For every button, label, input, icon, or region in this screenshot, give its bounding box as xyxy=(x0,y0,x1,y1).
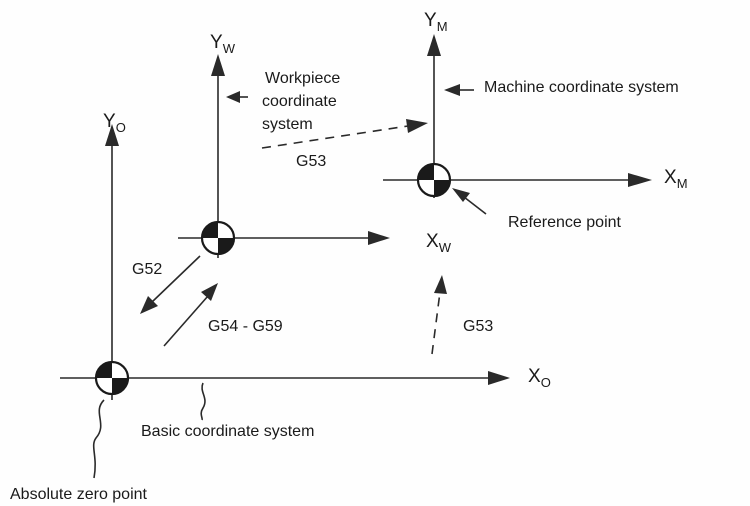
g52-label: G52 xyxy=(132,261,162,278)
yo-arrowhead xyxy=(105,124,119,146)
g53-top-dashed-line xyxy=(261,125,409,149)
reference-pointer-head xyxy=(452,188,470,202)
machine-pointer-head xyxy=(444,84,460,96)
ym-arrowhead xyxy=(427,34,441,56)
yw-axis-label: YW xyxy=(210,32,236,56)
g54-g59-arrowhead xyxy=(201,283,218,301)
g53-right-arrowhead xyxy=(434,275,447,294)
yo-axis-label: YO xyxy=(103,111,126,135)
absolute-zero-leader-curl xyxy=(92,399,105,479)
machine-label: Machine coordinate system xyxy=(484,79,679,96)
basic-origin-symbol xyxy=(94,360,130,396)
yw-arrowhead xyxy=(211,54,225,76)
reference-point-symbol xyxy=(416,162,452,198)
workpiece-label-line2: coordinate xyxy=(262,93,337,110)
workpiece-label-line3: system xyxy=(262,116,313,133)
xw-axis-label: XW xyxy=(426,231,452,255)
absolute-zero-label: Absolute zero point xyxy=(10,486,148,503)
g53-right-label: G53 xyxy=(463,318,493,335)
workpiece-label-line1: Workpiece xyxy=(265,70,340,87)
xw-arrowhead xyxy=(368,231,390,245)
ym-axis-label: YM xyxy=(424,10,448,34)
reference-pointer-line xyxy=(463,196,487,215)
workpiece-origin-symbol xyxy=(200,220,236,256)
xm-axis-label: XM xyxy=(664,167,688,191)
reference-point-label: Reference point xyxy=(508,214,622,231)
g53-top-label: G53 xyxy=(296,153,326,170)
basic-leader-curl xyxy=(200,382,206,421)
g52-arrow-line xyxy=(151,255,201,303)
xo-arrowhead xyxy=(488,371,510,385)
workpiece-pointer-head xyxy=(226,91,240,103)
basic-label: Basic coordinate system xyxy=(141,423,314,440)
xm-arrowhead xyxy=(628,173,652,187)
g54-g59-arrow-line xyxy=(163,295,209,347)
xo-axis-label: XO xyxy=(528,366,551,390)
g52-arrowhead xyxy=(140,296,158,314)
g53-right-dashed-line xyxy=(431,291,441,355)
g54-g59-label: G54 - G59 xyxy=(208,318,283,335)
g53-top-arrowhead xyxy=(406,119,428,133)
